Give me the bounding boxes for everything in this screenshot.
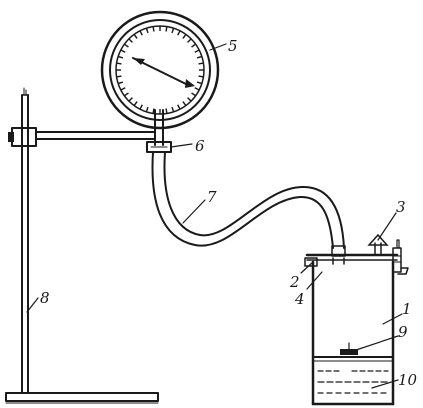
valve-cap bbox=[367, 233, 389, 246]
leader-lines bbox=[26, 43, 403, 389]
gauge-tick bbox=[182, 101, 187, 107]
gauge-tick bbox=[120, 49, 126, 53]
gauge-tick bbox=[177, 104, 181, 110]
label-liquid: 10 bbox=[398, 371, 418, 389]
label-stand: 8 bbox=[40, 289, 50, 307]
gauge-tick bbox=[191, 92, 197, 97]
label-float: 9 bbox=[398, 323, 408, 341]
gauge-tick bbox=[171, 27, 175, 34]
gauge-tick bbox=[128, 38, 133, 43]
gauge-needle-tip bbox=[133, 58, 145, 65]
connecting-hose bbox=[151, 151, 345, 249]
label-lid: 4 bbox=[294, 290, 305, 308]
gauge-needle-tail bbox=[185, 79, 195, 88]
gauge-tick bbox=[116, 75, 122, 78]
gauge-tick bbox=[165, 108, 168, 114]
gauge-tick bbox=[191, 43, 197, 48]
gauge-tick bbox=[117, 55, 124, 59]
gauge-tick bbox=[194, 87, 200, 91]
gauge-tick bbox=[120, 87, 126, 91]
gauge-tick bbox=[194, 49, 200, 53]
gauge-tick bbox=[196, 81, 203, 85]
gauge-tick bbox=[145, 27, 149, 34]
label-fitting: 6 bbox=[195, 137, 205, 155]
gauge-tick bbox=[116, 62, 122, 65]
gauge-tick bbox=[152, 26, 155, 32]
gauge-tick bbox=[187, 97, 192, 102]
liquid bbox=[317, 370, 389, 394]
label-valve: 3 bbox=[396, 198, 406, 216]
gauge-scale-ticks bbox=[116, 26, 204, 114]
gauge-tick bbox=[187, 38, 192, 43]
gauge-tick bbox=[139, 30, 143, 36]
gauge-tick bbox=[139, 104, 143, 110]
gauge-tick bbox=[123, 43, 129, 48]
gauge-tick bbox=[117, 81, 124, 85]
pressure-gauge bbox=[100, 10, 220, 130]
float bbox=[340, 342, 358, 355]
gauge-tick bbox=[177, 30, 181, 36]
stand-clamp bbox=[8, 127, 156, 147]
label-gauge: 5 bbox=[228, 37, 238, 55]
label-lid-clamp: 2 bbox=[289, 273, 300, 291]
gauge-tick bbox=[123, 92, 129, 97]
gauge-tick bbox=[145, 106, 149, 113]
gauge-tick bbox=[165, 26, 168, 32]
gauge-tick bbox=[133, 101, 138, 107]
label-hose: 7 bbox=[207, 188, 217, 206]
gauge-tick bbox=[128, 97, 133, 102]
vessel bbox=[304, 233, 409, 406]
stand-rod bbox=[21, 87, 29, 394]
gauge-tick bbox=[196, 55, 203, 59]
gauge-tick bbox=[133, 33, 138, 39]
gauge-tick bbox=[152, 108, 155, 114]
gauge-tick bbox=[182, 33, 187, 39]
gauge-tick bbox=[198, 62, 204, 65]
gauge-tick bbox=[198, 75, 204, 78]
part-labels: 5 6 7 8 3 2 4 1 9 10 bbox=[40, 37, 418, 389]
stand-base bbox=[5, 392, 159, 404]
gauge-tick bbox=[171, 106, 175, 113]
label-vessel: 1 bbox=[402, 300, 412, 318]
